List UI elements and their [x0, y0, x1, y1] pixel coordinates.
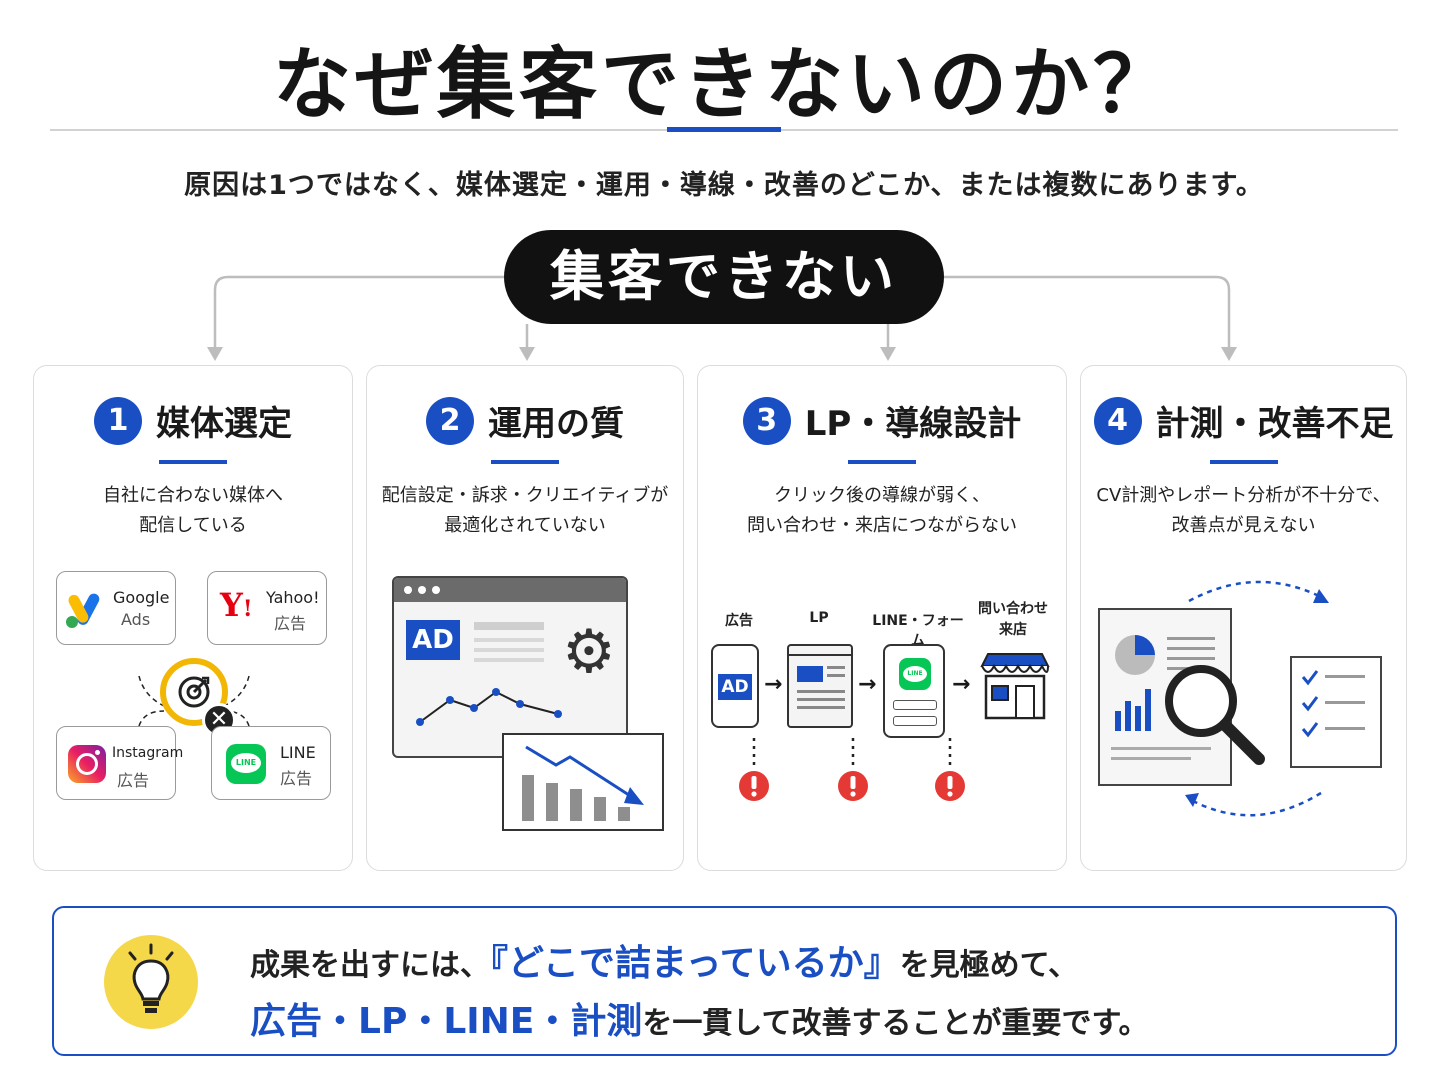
card-header: 4 計測・改善不足 — [1081, 396, 1406, 445]
line-ads-logo-box: LINE LINE 広告 — [211, 726, 331, 800]
checklist-icon — [1301, 670, 1319, 738]
logo-sub: Ads — [121, 610, 151, 629]
description-line: 改善点が見えない — [1171, 515, 1316, 536]
line-app-icon: LINE — [899, 658, 931, 690]
connector-arrows — [207, 275, 1237, 361]
card-accent-bar — [848, 460, 916, 464]
card-title: LP・導線設計 — [804, 404, 1022, 444]
central-problem-pill: 集客できない — [504, 230, 944, 324]
pie-chart-icon — [1115, 635, 1155, 675]
logo-sub: 広告 — [117, 771, 150, 790]
logo-name: Yahoo! — [266, 588, 320, 607]
flow-label-lp: LP — [809, 610, 829, 626]
card-header: 1 媒体選定 — [34, 396, 352, 445]
key-message-box: 成果を出すには、『どこで詰まっているか』を見極めて、 広告・LP・LINE・計測… — [52, 906, 1397, 1056]
cause-card-lp-flow: 3 LP・導線設計 クリック後の導線が弱く、 問い合わせ・来店につながらない 広… — [697, 365, 1067, 871]
step-number-badge: 4 — [1093, 396, 1142, 445]
card-header: 3 LP・導線設計 — [698, 396, 1066, 445]
ad-badge: AD — [718, 674, 752, 700]
arrow-right-icon: → — [952, 672, 971, 697]
ad-badge: AD — [406, 620, 460, 660]
card-description: 自社に合わない媒体へ 配信している — [34, 481, 352, 541]
lightbulb-glyph — [128, 943, 174, 1013]
title-accent-bar — [667, 127, 781, 132]
arrow-right-icon: → — [858, 672, 877, 697]
analysis-cycle-illustration — [1098, 580, 1382, 817]
step-number-badge: 3 — [742, 396, 791, 445]
description-line: CV計測やレポート分析が不十分で、 — [1096, 485, 1391, 506]
card-description: CV計測やレポート分析が不十分で、 改善点が見えない — [1081, 481, 1406, 541]
logo-name: Instagram — [112, 745, 184, 761]
step-number-badge: 1 — [94, 396, 142, 445]
card-title: 運用の質 — [488, 404, 624, 444]
line-app-icon: LINE — [226, 744, 266, 784]
message-text: 成果を出すには、 — [250, 948, 490, 983]
page-subtitle: 原因は1つではなく、媒体選定・運用・導線・改善のどこか、または複数にあります。 — [184, 170, 1264, 201]
flow-label-inquiry: 問い合わせ — [978, 601, 1048, 617]
card-accent-bar — [1209, 460, 1278, 464]
logo-name: LINE — [280, 743, 316, 762]
declining-bar-chart-panel — [502, 733, 664, 831]
card-header: 2 運用の質 — [367, 396, 683, 445]
message-highlight: 『どこで詰まっているか』 — [490, 943, 900, 984]
logo-name: Google — [113, 588, 170, 607]
lightbulb-icon — [104, 935, 198, 1029]
target-glyph — [178, 676, 210, 708]
line-phone-icon: LINE — [883, 644, 945, 738]
message-text: を一貫して改善することが重要です。 — [642, 1006, 1149, 1041]
description-line: クリック後の導線が弱く、 — [774, 485, 990, 506]
declining-chart-icon — [522, 745, 644, 821]
card-description: クリック後の導線が弱く、 問い合わせ・来店につながらない — [698, 481, 1066, 541]
card-accent-bar — [491, 460, 559, 464]
cause-card-operation-quality: 2 運用の質 配信設定・訴求・クリエイティブが 最適化されていない AD ⚙ — [366, 365, 684, 871]
card-title: 計測・改善不足 — [1155, 404, 1394, 444]
yahoo-y-icon: Y! — [220, 586, 253, 624]
google-ads-logo-box: Google Ads — [56, 571, 176, 645]
magnifier-icon — [1165, 665, 1265, 765]
key-message-line-1: 成果を出すには、『どこで詰まっているか』を見極めて、 — [250, 934, 1078, 986]
description-line: 最適化されていない — [444, 515, 606, 536]
step-number-badge: 2 — [426, 396, 474, 445]
logo-sub: 広告 — [274, 614, 307, 633]
page-title: なぜ集客できないのか？ — [272, 40, 1175, 130]
description-line: 問い合わせ・来店につながらない — [747, 515, 1017, 536]
message-text: を見極めて、 — [899, 948, 1079, 983]
card-accent-bar — [159, 460, 227, 464]
text-placeholder-lines — [474, 622, 544, 662]
key-message-line-2: 広告・LP・LINE・計測を一貫して改善することが重要です。 — [250, 992, 1149, 1044]
google-ads-icon — [66, 593, 100, 628]
card-description: 配信設定・訴求・クリエイティブが 最適化されていない — [367, 481, 683, 541]
cause-card-measurement: 4 計測・改善不足 CV計測やレポート分析が不十分で、 改善点が見えない — [1080, 365, 1407, 871]
bar-chart-icon — [1115, 689, 1151, 731]
flow-label-visit: 来店 — [999, 622, 1027, 638]
instagram-ads-logo-box: Instagram 広告 — [56, 726, 183, 800]
lp-document-icon — [787, 644, 853, 728]
ad-dashboard-window: AD ⚙ — [392, 576, 628, 758]
cause-card-media-selection: 1 媒体選定 自社に合わない媒体へ 配信している Google Ads Y! Y… — [33, 365, 353, 871]
line-chart-icon — [416, 688, 562, 726]
message-highlight: 広告・LP・LINE・計測 — [250, 1001, 643, 1042]
flow-label-ad: 広告 — [725, 613, 753, 629]
instagram-icon — [68, 745, 106, 783]
store-icon — [980, 653, 1050, 720]
description-line: 配信設定・訴求・クリエイティブが — [381, 485, 669, 506]
description-line: 配信している — [139, 515, 247, 536]
arrow-right-icon: → — [764, 672, 783, 697]
yahoo-ads-logo-box: Y! Yahoo! 広告 — [207, 571, 327, 645]
logo-sub: 広告 — [280, 769, 313, 788]
card-title: 媒体選定 — [156, 404, 292, 444]
gear-icon: ⚙ — [562, 617, 616, 687]
drop-off-markers — [739, 738, 965, 801]
window-titlebar — [394, 578, 626, 602]
ad-phone-icon: AD — [711, 644, 759, 728]
description-line: 自社に合わない媒体へ — [103, 485, 283, 506]
